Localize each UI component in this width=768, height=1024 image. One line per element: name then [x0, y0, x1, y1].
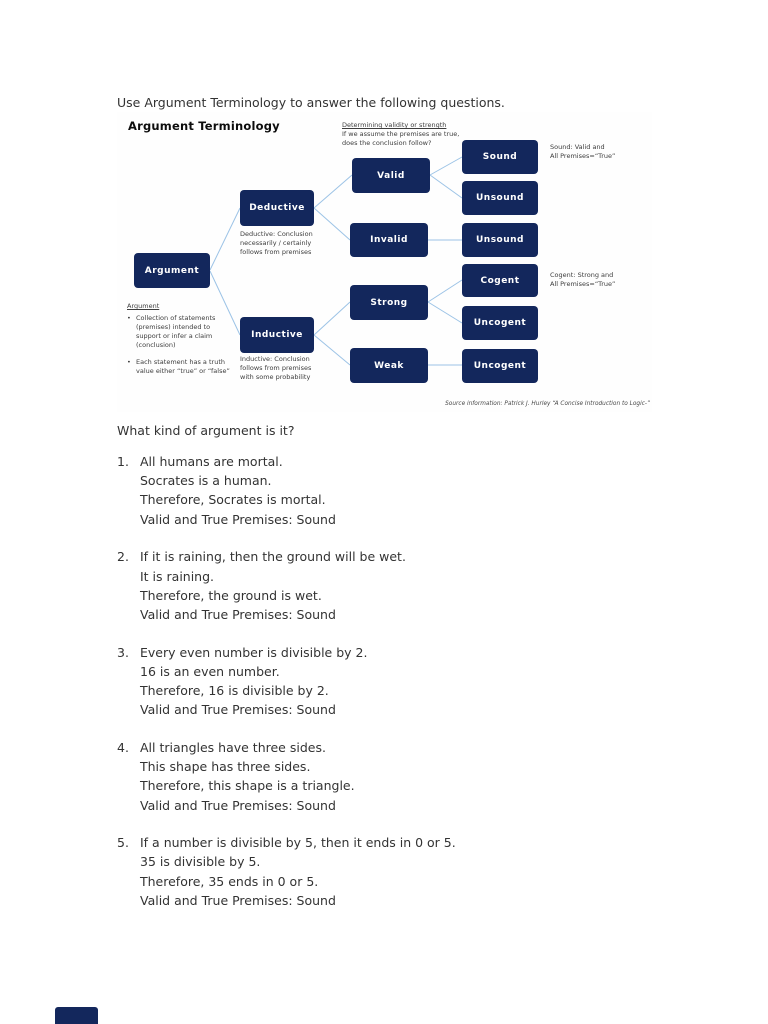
- validity-strength-note: Determining validity or strength If we a…: [342, 121, 459, 148]
- node-uncogent: Uncogent: [462, 349, 538, 383]
- question-line: Valid and True Premises: Sound: [140, 606, 336, 622]
- inductive-definition-note: Inductive: Conclusion follows from premi…: [240, 355, 312, 381]
- sound-definition-note: Sound: Valid and All Premises=“True”: [550, 143, 616, 160]
- node-deductive: Deductive: [240, 190, 314, 226]
- question-line: Therefore, Socrates is mortal.: [140, 492, 326, 508]
- argument-definition-note: Argument • Collection of statements (pre…: [127, 302, 230, 375]
- note-line: does the conclusion follow?: [342, 139, 432, 147]
- question-line: Socrates is a human.: [140, 473, 272, 489]
- node-cogent: Cogent: [462, 264, 538, 297]
- bullet-icon: •: [127, 358, 131, 366]
- deductive-definition-note: Deductive: Conclusion necessarily / cert…: [240, 230, 313, 256]
- question-line: 35 is divisible by 5.: [140, 854, 261, 870]
- diagram-title: Argument Terminology: [128, 119, 280, 133]
- question-list: 1. All humans are mortal. Socrates is a …: [117, 452, 637, 929]
- question-line: This shape has three sides.: [140, 759, 311, 775]
- note-heading: Determining validity or strength: [342, 121, 447, 129]
- node-invalid: Invalid: [350, 223, 428, 257]
- question-line: Valid and True Premises: Sound: [140, 797, 336, 813]
- node-weak: Weak: [350, 348, 428, 383]
- question-line: If a number is divisible by 5, then it e…: [140, 835, 456, 851]
- question-line: Therefore, the ground is wet.: [140, 587, 322, 603]
- question-item: 5. If a number is divisible by 5, then i…: [117, 833, 637, 910]
- question-line: All triangles have three sides.: [140, 739, 326, 755]
- question-prompt: What kind of argument is it?: [117, 423, 295, 438]
- source-citation: Source information: Patrick J. Hurley “A…: [445, 401, 650, 407]
- argument-terminology-diagram: Argument Terminology Determining validit…: [117, 112, 652, 412]
- question-item: 2. If it is raining, then the ground wil…: [117, 547, 637, 624]
- bullet-icon: •: [127, 314, 131, 322]
- question-number: 2.: [117, 549, 129, 565]
- question-line: Valid and True Premises: Sound: [140, 511, 336, 527]
- question-number: 4.: [117, 739, 129, 755]
- question-item: 1. All humans are mortal. Socrates is a …: [117, 452, 637, 529]
- question-line: Therefore, 16 is divisible by 2.: [140, 683, 329, 699]
- node-valid: Valid: [352, 158, 430, 193]
- question-line: Therefore, 35 ends in 0 or 5.: [140, 873, 319, 889]
- question-line: All humans are mortal.: [140, 454, 283, 469]
- question-line: Valid and True Premises: Sound: [140, 892, 336, 908]
- node-strong: Strong: [350, 285, 428, 320]
- question-line: If it is raining, then the ground will b…: [140, 549, 406, 565]
- question-number: 3.: [117, 644, 129, 660]
- node-uncogent: Uncogent: [462, 306, 538, 340]
- question-line: It is raining.: [140, 568, 215, 584]
- question-item: 4. All triangles have three sides. This …: [117, 738, 637, 815]
- question-item: 3. Every even number is divisible by 2. …: [117, 643, 637, 720]
- note-line: If we assume the premises are true,: [342, 130, 460, 138]
- question-line: Therefore, this shape is a triangle.: [140, 778, 355, 794]
- instruction-text: Use Argument Terminology to answer the f…: [117, 95, 505, 110]
- question-number: 5.: [117, 835, 129, 851]
- node-argument: Argument: [134, 253, 210, 288]
- question-line: Valid and True Premises: Sound: [140, 702, 336, 718]
- node-unsound: Unsound: [462, 223, 538, 257]
- node-inductive: Inductive: [240, 317, 314, 353]
- next-page-preview-corner: [55, 1007, 98, 1024]
- cogent-definition-note: Cogent: Strong and All Premises=“True”: [550, 271, 616, 288]
- node-unsound: Unsound: [462, 181, 538, 215]
- node-sound: Sound: [462, 140, 538, 174]
- connector-lines: [209, 156, 463, 366]
- question-number: 1.: [117, 454, 129, 469]
- question-line: Every even number is divisible by 2.: [140, 644, 368, 660]
- question-line: 16 is an even number.: [140, 663, 280, 679]
